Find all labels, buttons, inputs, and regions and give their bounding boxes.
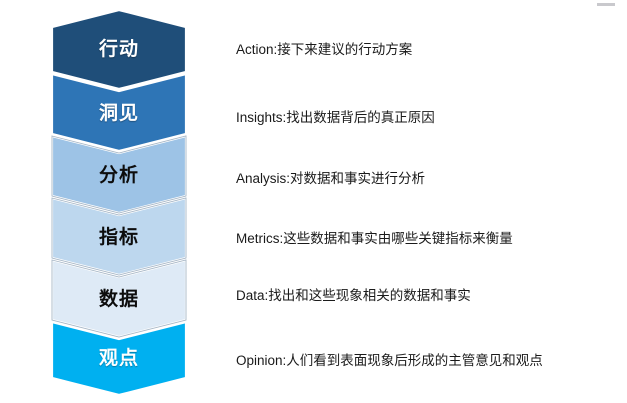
description-opinion: Opinion:人们看到表面现象后形成的主管意见和观点 <box>236 353 543 368</box>
chevron-shape-6[interactable] <box>50 320 188 397</box>
description-analysis: Analysis:对数据和事实进行分析 <box>236 171 426 186</box>
chevron-shape-1[interactable] <box>50 8 188 91</box>
description-metrics: Metrics:这些数据和事实由哪些关键指标来衡量 <box>236 231 513 246</box>
description-data: Data:找出和这些现象相关的数据和事实 <box>236 288 471 303</box>
description-column: Action:接下来建议的行动方案 Insights:找出数据背后的真正原因 A… <box>236 0 624 403</box>
chevron-edge-5 <box>51 259 187 338</box>
chevron-edge-4 <box>51 197 187 276</box>
description-insights: Insights:找出数据背后的真正原因 <box>236 110 435 125</box>
chevron-shape-2[interactable] <box>50 72 188 153</box>
chevron-edge-3 <box>51 135 187 214</box>
chevron-shapes <box>50 8 188 397</box>
top-right-rule-artifact <box>597 3 615 6</box>
description-action: Action:接下来建议的行动方案 <box>236 42 413 57</box>
chevron-stack: 行动 洞见 分析 指标 数据 观点 <box>50 8 188 397</box>
